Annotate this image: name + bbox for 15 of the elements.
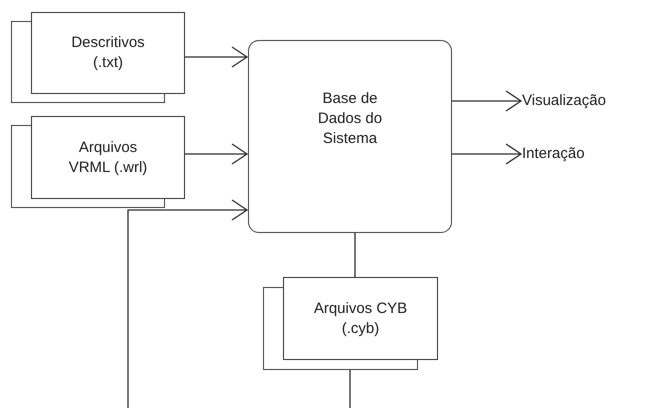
- stacked-document-box: [11, 116, 185, 208]
- output-label: Interação: [522, 144, 585, 164]
- box-label: Descritivos (.txt): [70, 33, 146, 73]
- process-box: [248, 40, 452, 233]
- arrow: [452, 90, 522, 112]
- box-label: Arquivos CYB (.cyb): [312, 298, 408, 338]
- stacked-document-box: [263, 277, 438, 370]
- stacked-document-box: [11, 12, 185, 103]
- box-label: Arquivos VRML (.wrl): [68, 138, 148, 178]
- arrow: [452, 143, 522, 165]
- arrow: [185, 46, 248, 68]
- box-label: Base de Dados do Sistema: [316, 88, 384, 148]
- arrow: [185, 143, 248, 165]
- arrow: [127, 199, 351, 408]
- output-label: Visualização: [522, 91, 606, 111]
